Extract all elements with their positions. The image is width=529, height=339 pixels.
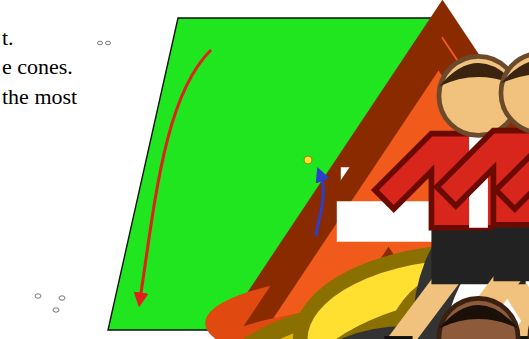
red-player — [496, 56, 529, 339]
target-ball — [304, 156, 312, 164]
instruction-text: e cones. — [2, 54, 73, 80]
spare-ball — [98, 41, 103, 45]
spare-ball — [53, 308, 59, 312]
spare-ball — [59, 296, 65, 300]
instruction-text: the most — [2, 84, 77, 110]
dribble-arrow — [140, 50, 211, 300]
spare-ball — [106, 41, 111, 45]
shot-arrow — [316, 174, 323, 236]
spare-ball — [35, 294, 41, 298]
blue-player — [384, 298, 529, 339]
instruction-text: t. — [2, 25, 14, 51]
blue-player — [475, 296, 529, 339]
